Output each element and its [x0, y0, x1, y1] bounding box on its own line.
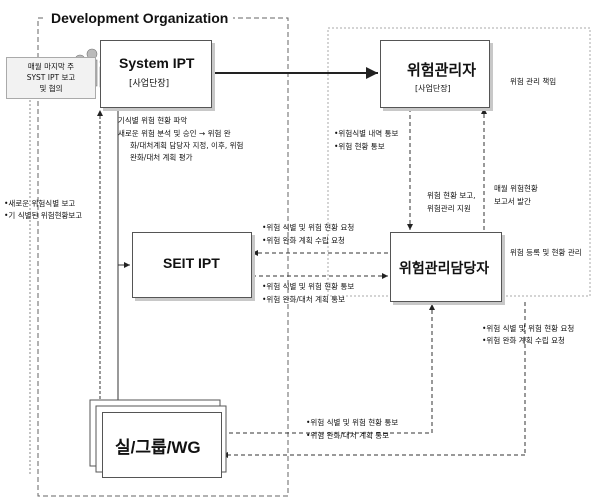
note-line-1: 매월 마지막 주 — [9, 61, 93, 72]
seit-ipt-box[interactable]: SEIT IPT — [132, 232, 252, 298]
report-line-2: 위험관리 지원 — [427, 203, 471, 214]
wg-title: 실/그룹/WG — [115, 433, 201, 458]
sys-task-1: 기식별 위험 현황 파악 — [118, 115, 187, 126]
monthly-report-1: 매월 위험현황 — [494, 183, 538, 194]
system-ipt-box[interactable]: System IPT [사업단장] — [100, 40, 212, 108]
left-report-1: •새로운 위험식별 보고 — [4, 198, 75, 209]
wg-notice-1: •위험 식별 및 위험 현황 통보 — [306, 417, 398, 428]
monthly-report-2: 보고서 발간 — [494, 196, 531, 207]
seit-notice-2: •위험 완화/대처 계획 통보 — [262, 294, 345, 305]
risk-manager-title: 위험관리자 — [407, 59, 476, 80]
seit-request-1: •위험 식별 및 위험 현황 요청 — [262, 222, 354, 233]
sys-task-3: 화/대처계획 담당자 지정, 이후, 위험 — [130, 140, 243, 151]
system-ipt-title: System IPT — [119, 55, 194, 71]
seit-ipt-title: SEIT IPT — [163, 255, 220, 271]
risk-manager-box[interactable]: 위험관리자 [사업단장] — [380, 40, 490, 108]
left-report-2: •기 식별된 위험현황보고 — [4, 210, 82, 221]
note-line-3: 및 협의 — [9, 83, 93, 94]
risk-manager-sub: [사업단장] — [415, 83, 451, 94]
rm-notice-1: •위험식별 내역 통보 — [334, 128, 398, 139]
risk-officer-title: 위험관리담당자 — [399, 258, 489, 278]
rm-notice-2: •위험 현황 통보 — [334, 141, 385, 152]
seit-request-2: •위험 완화 계획 수립 요청 — [262, 235, 345, 246]
report-line-1: 위험 현황 보고, — [427, 190, 476, 201]
label-risk-mgmt-resp: 위험 관리 책임 — [510, 76, 556, 87]
right-request-2: •위험 완화 계획 수립 요청 — [482, 335, 565, 346]
dev-org-title: Development Organization — [46, 10, 233, 26]
sys-task-4: 완화/대처 계획 평가 — [130, 152, 193, 163]
monthly-meeting-note: 매월 마지막 주 SYST IPT 보고 및 협의 — [6, 57, 96, 99]
risk-officer-box[interactable]: 위험관리담당자 — [390, 232, 502, 302]
wg-notice-2: •위험 완화/대처 계획 통보 — [306, 430, 389, 441]
system-ipt-sub: [사업단장] — [129, 79, 169, 90]
right-request-1: •위험 식별 및 위험 현황 요청 — [482, 323, 574, 334]
wg-box[interactable]: 실/그룹/WG — [102, 412, 222, 478]
label-risk-reg-mgmt: 위험 등록 및 현황 관리 — [510, 247, 582, 258]
seit-notice-1: •위험 식별 및 위험 현황 통보 — [262, 281, 354, 292]
sys-task-2: 새로운 위험 분석 및 승인 → 위험 완 — [118, 128, 231, 139]
note-line-2: SYST IPT 보고 — [9, 72, 93, 83]
